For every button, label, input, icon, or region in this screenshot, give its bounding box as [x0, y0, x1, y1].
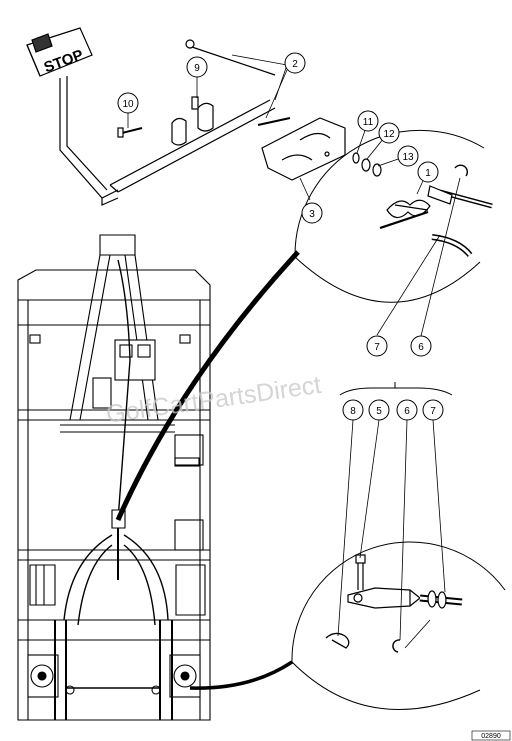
callout-8: 8 — [342, 399, 364, 421]
svg-text:9: 9 — [194, 63, 200, 74]
callout-bubbles: 2 9 10 11 12 13 1 3 — [117, 52, 444, 421]
svg-text:7: 7 — [374, 342, 380, 353]
svg-text:10: 10 — [122, 99, 134, 110]
svg-text:12: 12 — [383, 129, 395, 140]
svg-text:13: 13 — [402, 152, 414, 163]
callout-10: 10 — [117, 92, 139, 114]
upper-detail-view — [261, 117, 493, 303]
svg-text:6: 6 — [404, 406, 410, 417]
callout-12: 12 — [378, 122, 400, 144]
svg-text:8: 8 — [350, 406, 356, 417]
svg-text:5: 5 — [376, 406, 382, 417]
callout-7-lower: 7 — [422, 399, 444, 421]
pedal-assembly: STOP — [26, 27, 291, 206]
svg-text:02890: 02890 — [481, 733, 501, 740]
figure-reference: 02890 — [471, 730, 511, 741]
callout-13: 13 — [397, 145, 419, 167]
callout-1: 1 — [417, 161, 439, 183]
callout-9: 9 — [186, 56, 208, 78]
svg-text:11: 11 — [363, 117, 374, 128]
stop-pedal-pad: STOP — [26, 27, 93, 77]
leader-curves — [115, 250, 300, 690]
lower-detail-view — [291, 382, 506, 711]
callout-7-upper: 7 — [366, 335, 388, 357]
callout-5: 5 — [368, 399, 390, 421]
callout-6-lower: 6 — [396, 399, 418, 421]
svg-text:6: 6 — [418, 342, 424, 353]
callout-11: 11 — [357, 110, 379, 132]
callout-6-upper: 6 — [410, 335, 432, 357]
svg-text:3: 3 — [309, 209, 315, 220]
callout-3: 3 — [301, 202, 323, 224]
svg-text:1: 1 — [425, 168, 431, 179]
svg-text:7: 7 — [430, 406, 436, 417]
svg-text:2: 2 — [292, 59, 298, 70]
chassis-view — [17, 234, 211, 721]
callout-2: 2 — [284, 52, 306, 74]
